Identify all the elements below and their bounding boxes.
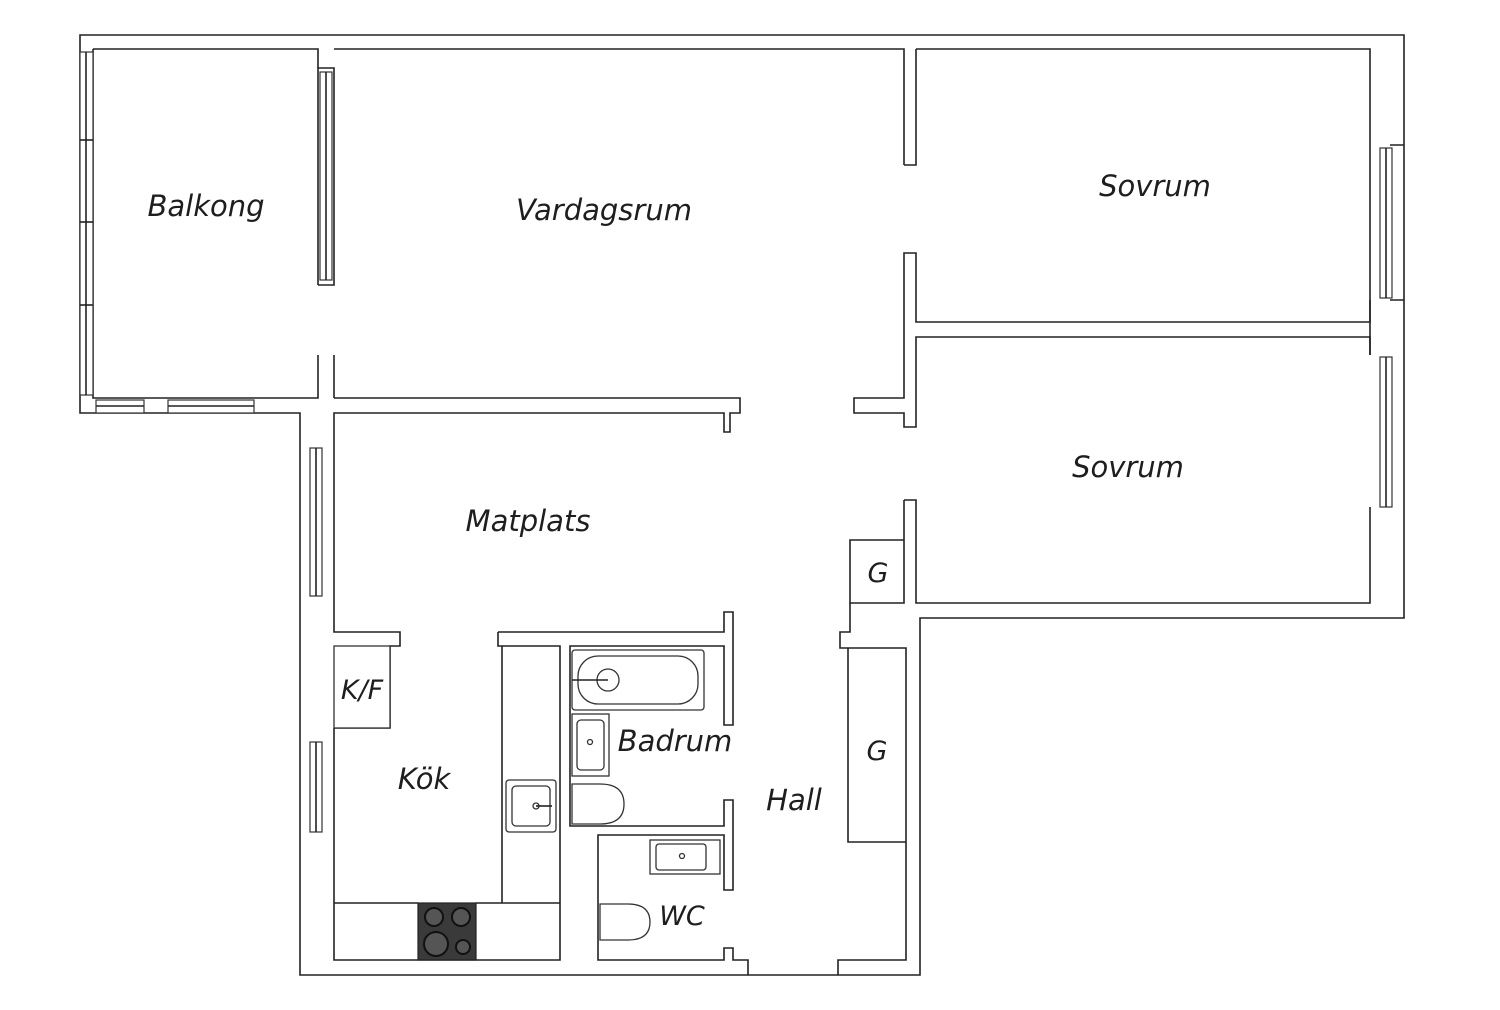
label-g-1: G [868, 558, 889, 589]
label-g-2: G [867, 736, 888, 767]
label-kf: K/F [341, 675, 384, 706]
label-badrum: Badrum [618, 724, 733, 758]
interior-walls [333, 49, 1371, 975]
windows [79, 51, 1393, 833]
outer-walls [79, 34, 1405, 976]
label-sovrum-1: Sovrum [1099, 169, 1211, 203]
wall-top [79, 34, 1405, 976]
label-hall: Hall [766, 783, 822, 817]
label-matplats: Matplats [466, 504, 591, 538]
wc-toilet [599, 903, 651, 941]
label-vardagsrum: Vardagsrum [516, 193, 692, 227]
fixtures [333, 645, 721, 961]
wall-top-inner [93, 48, 1404, 355]
label-balkong: Balkong [147, 189, 264, 223]
wall-balcony [92, 49, 335, 399]
room-labels: Balkong Vardagsrum Sovrum Sovrum Matplat… [147, 169, 1210, 932]
label-sovrum-2: Sovrum [1072, 450, 1184, 484]
bath-toilet [571, 783, 625, 825]
fridge-freezer [333, 645, 391, 729]
label-kok: Kök [398, 762, 452, 796]
label-wc: WC [659, 901, 705, 932]
